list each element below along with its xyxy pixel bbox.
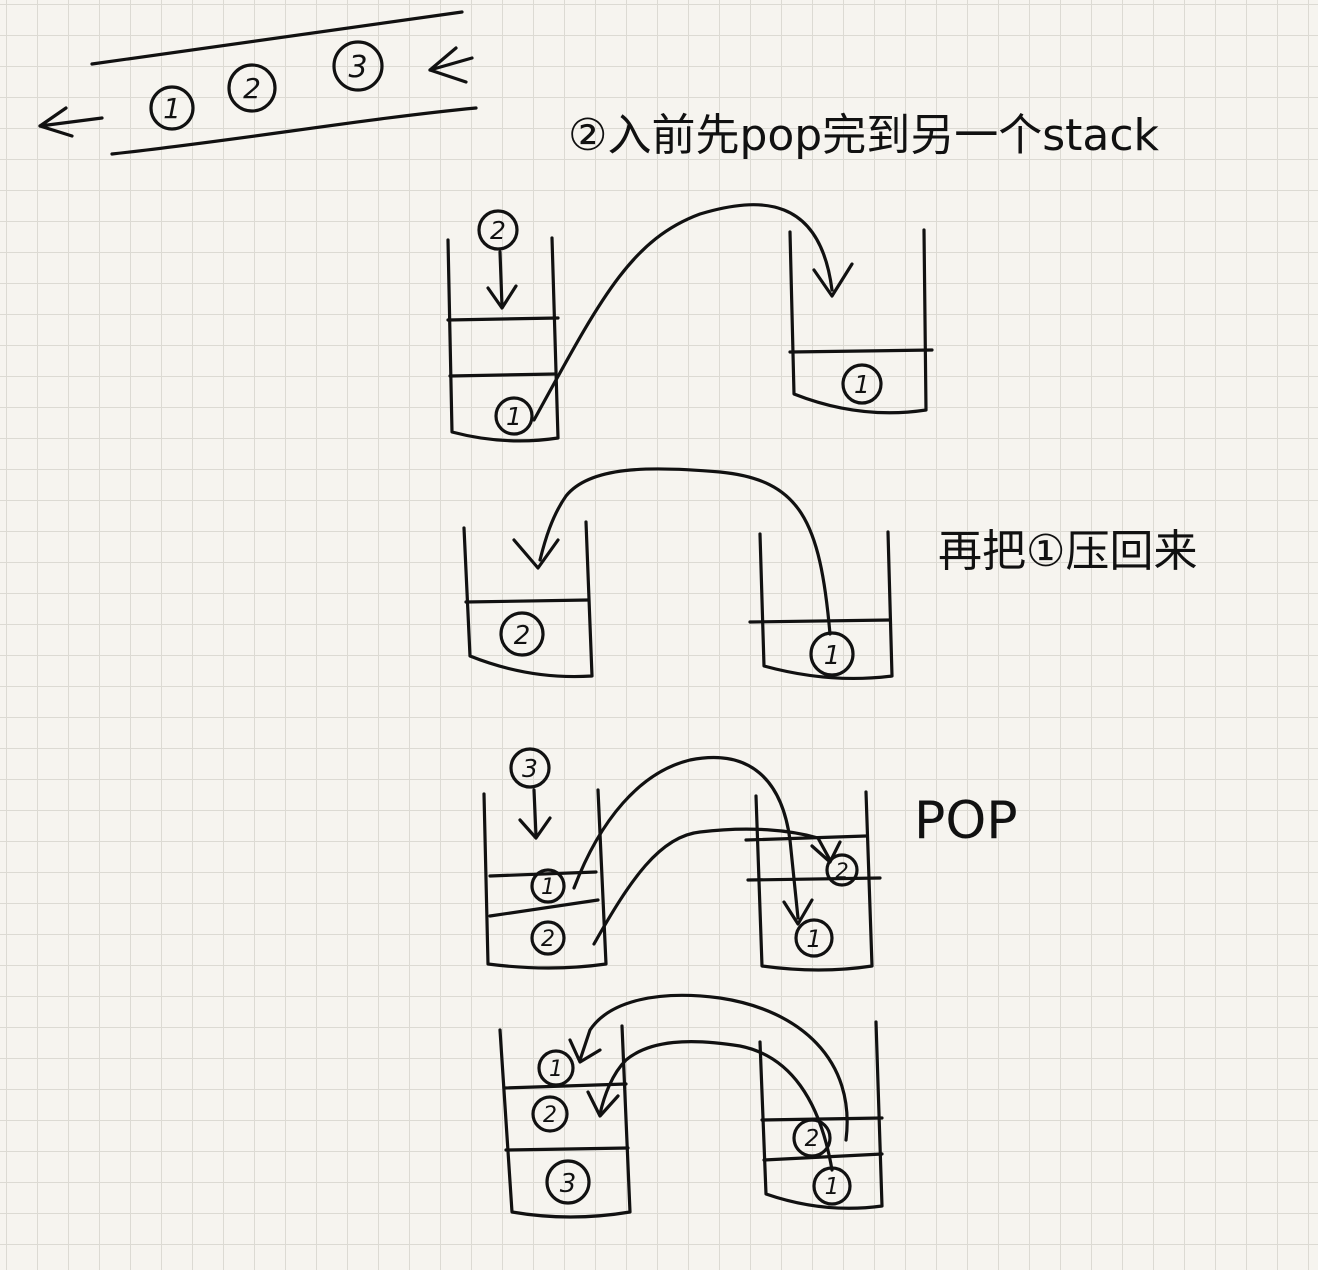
stage1-push-arrow bbox=[486, 250, 518, 310]
stage3-right-item: 2 bbox=[825, 853, 859, 887]
queue-in-arrow bbox=[428, 46, 474, 84]
svg-text:2: 2 bbox=[805, 1126, 820, 1152]
stage3-left-item: 1 bbox=[530, 868, 566, 904]
stage4-left-item: 3 bbox=[545, 1159, 591, 1205]
stage4-left-stack bbox=[498, 1024, 632, 1219]
svg-text:3: 3 bbox=[560, 1169, 577, 1199]
queue-top-line bbox=[90, 10, 464, 66]
svg-text:3: 3 bbox=[348, 50, 367, 85]
svg-text:1: 1 bbox=[806, 925, 821, 953]
stage4-right-item: 1 bbox=[812, 1166, 852, 1206]
stage3-incoming-item: 3 bbox=[509, 747, 551, 789]
svg-text:1: 1 bbox=[549, 1057, 563, 1082]
stage4-left-item: 1 bbox=[537, 1049, 575, 1087]
svg-text:2: 2 bbox=[243, 72, 261, 105]
note-pop: POP bbox=[914, 791, 1018, 851]
queue-item: 1 bbox=[149, 85, 195, 131]
stage2-left-stack bbox=[462, 520, 594, 679]
svg-text:1: 1 bbox=[163, 92, 181, 125]
svg-text:1: 1 bbox=[506, 402, 522, 431]
stage4-transfer-arrow-inner bbox=[586, 1040, 834, 1172]
svg-text:2: 2 bbox=[514, 621, 531, 651]
svg-text:2: 2 bbox=[490, 216, 506, 245]
svg-text:2: 2 bbox=[543, 1103, 557, 1128]
stage2-left-item: 2 bbox=[499, 611, 545, 657]
stage-2: 2 1 bbox=[462, 467, 894, 681]
stage1-left-item: 1 bbox=[494, 396, 534, 436]
stage4-right-stack bbox=[758, 1020, 884, 1210]
svg-text:3: 3 bbox=[522, 754, 538, 783]
stage1-right-stack bbox=[788, 228, 934, 415]
svg-text:1: 1 bbox=[825, 1174, 840, 1200]
queue-item: 2 bbox=[227, 63, 277, 113]
stage1-incoming-item: 2 bbox=[477, 209, 519, 251]
stage3-left-item: 2 bbox=[530, 920, 566, 956]
svg-text:1: 1 bbox=[541, 875, 555, 900]
stage3-right-stack bbox=[744, 790, 882, 972]
svg-text:2: 2 bbox=[541, 927, 555, 952]
stage-4: 1 2 3 2 1 bbox=[498, 993, 884, 1219]
svg-text:2: 2 bbox=[835, 859, 848, 883]
stage4-transfer-arrow-outer bbox=[568, 993, 849, 1142]
note-middle: 再把①压回来 bbox=[938, 526, 1197, 577]
stage3-left-stack bbox=[482, 788, 608, 970]
stage4-left-item: 2 bbox=[531, 1095, 569, 1133]
svg-text:1: 1 bbox=[824, 641, 841, 671]
stage3-transfer-arrow-upper bbox=[572, 755, 814, 926]
queue-out-arrow bbox=[38, 106, 104, 138]
svg-text:1: 1 bbox=[854, 370, 870, 399]
stage2-transfer-arrow bbox=[512, 467, 832, 636]
stage3-push-arrow bbox=[518, 788, 552, 840]
stage-1: 2 1 1 bbox=[446, 203, 934, 443]
stage1-transfer-arrow bbox=[532, 203, 854, 422]
stage-3: 3 1 2 2 1 bbox=[482, 747, 882, 972]
stage1-left-stack bbox=[446, 236, 560, 443]
stage2-right-stack bbox=[748, 530, 894, 681]
stage3-transfer-arrow-lower bbox=[592, 827, 842, 946]
stage4-right-item: 2 bbox=[792, 1118, 832, 1158]
queue-diagram: 1 2 3 bbox=[38, 10, 478, 156]
queue-item: 3 bbox=[332, 40, 384, 92]
queue-bottom-line bbox=[110, 106, 478, 156]
stage3-right-item: 1 bbox=[794, 918, 834, 958]
stage2-right-item: 1 bbox=[809, 631, 855, 677]
stage1-right-item: 1 bbox=[841, 363, 883, 405]
note-top: ②入前先pop完到另一个stack bbox=[568, 110, 1160, 161]
